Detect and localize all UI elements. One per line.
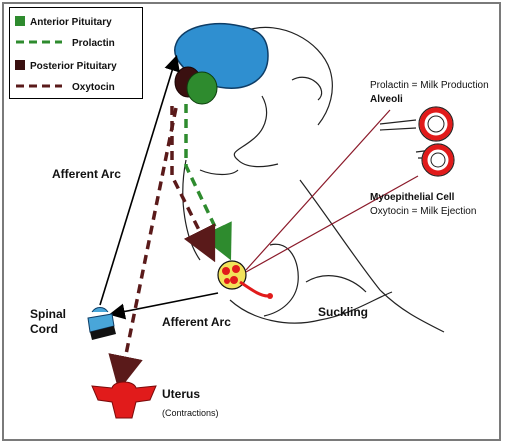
spinal-cord [87,307,116,340]
legend-posterior-swatch [15,60,25,70]
afferent-arc-left-label: Afferent Arc [52,167,121,181]
legend-oxytocin-label: Oxytocin [72,82,115,93]
legend-anterior-label: Anterior Pituitary [30,17,112,28]
legend-anterior-swatch [15,16,25,26]
afferent-arc-ascending [99,54,180,306]
alveolus-lower [415,143,455,177]
anterior-pituitary [186,71,218,105]
nerve-line-alveoli [245,109,391,271]
nipple-duct [239,280,269,298]
suckling-label: Suckling [318,305,368,319]
legend-graphics: Anterior Pituitary Prolactin Posterior P… [15,16,117,93]
uterus [91,381,157,419]
prolactin-effect-label: Prolactin = Milk Production [370,80,489,91]
spinal-label-line1: Spinal [30,307,66,321]
cord-label-line2: Cord [30,322,58,336]
legend-posterior-label: Posterior Pituitary [30,61,117,72]
contractions-label: (Contractions) [162,408,219,418]
alveolus-upper [379,106,454,142]
legend: Anterior Pituitary Prolactin Posterior P… [9,7,143,99]
nerve-line-myoepithelial [245,175,419,273]
mother-outline [182,26,445,333]
afferent-arc-bottom-label: Afferent Arc [162,315,231,329]
oxytocin-path-uterus [108,107,178,391]
alveoli-label: Alveoli [370,94,403,105]
legend-prolactin-label: Prolactin [72,38,115,49]
oxytocin-effect-label: Oxytocin = Milk Ejection [370,206,476,217]
uterus-label: Uterus [162,387,200,401]
afferent-arc-horizontal [108,292,219,320]
prolactin-path [184,104,232,261]
myoepithelial-label: Myoepithelial Cell [370,192,455,203]
